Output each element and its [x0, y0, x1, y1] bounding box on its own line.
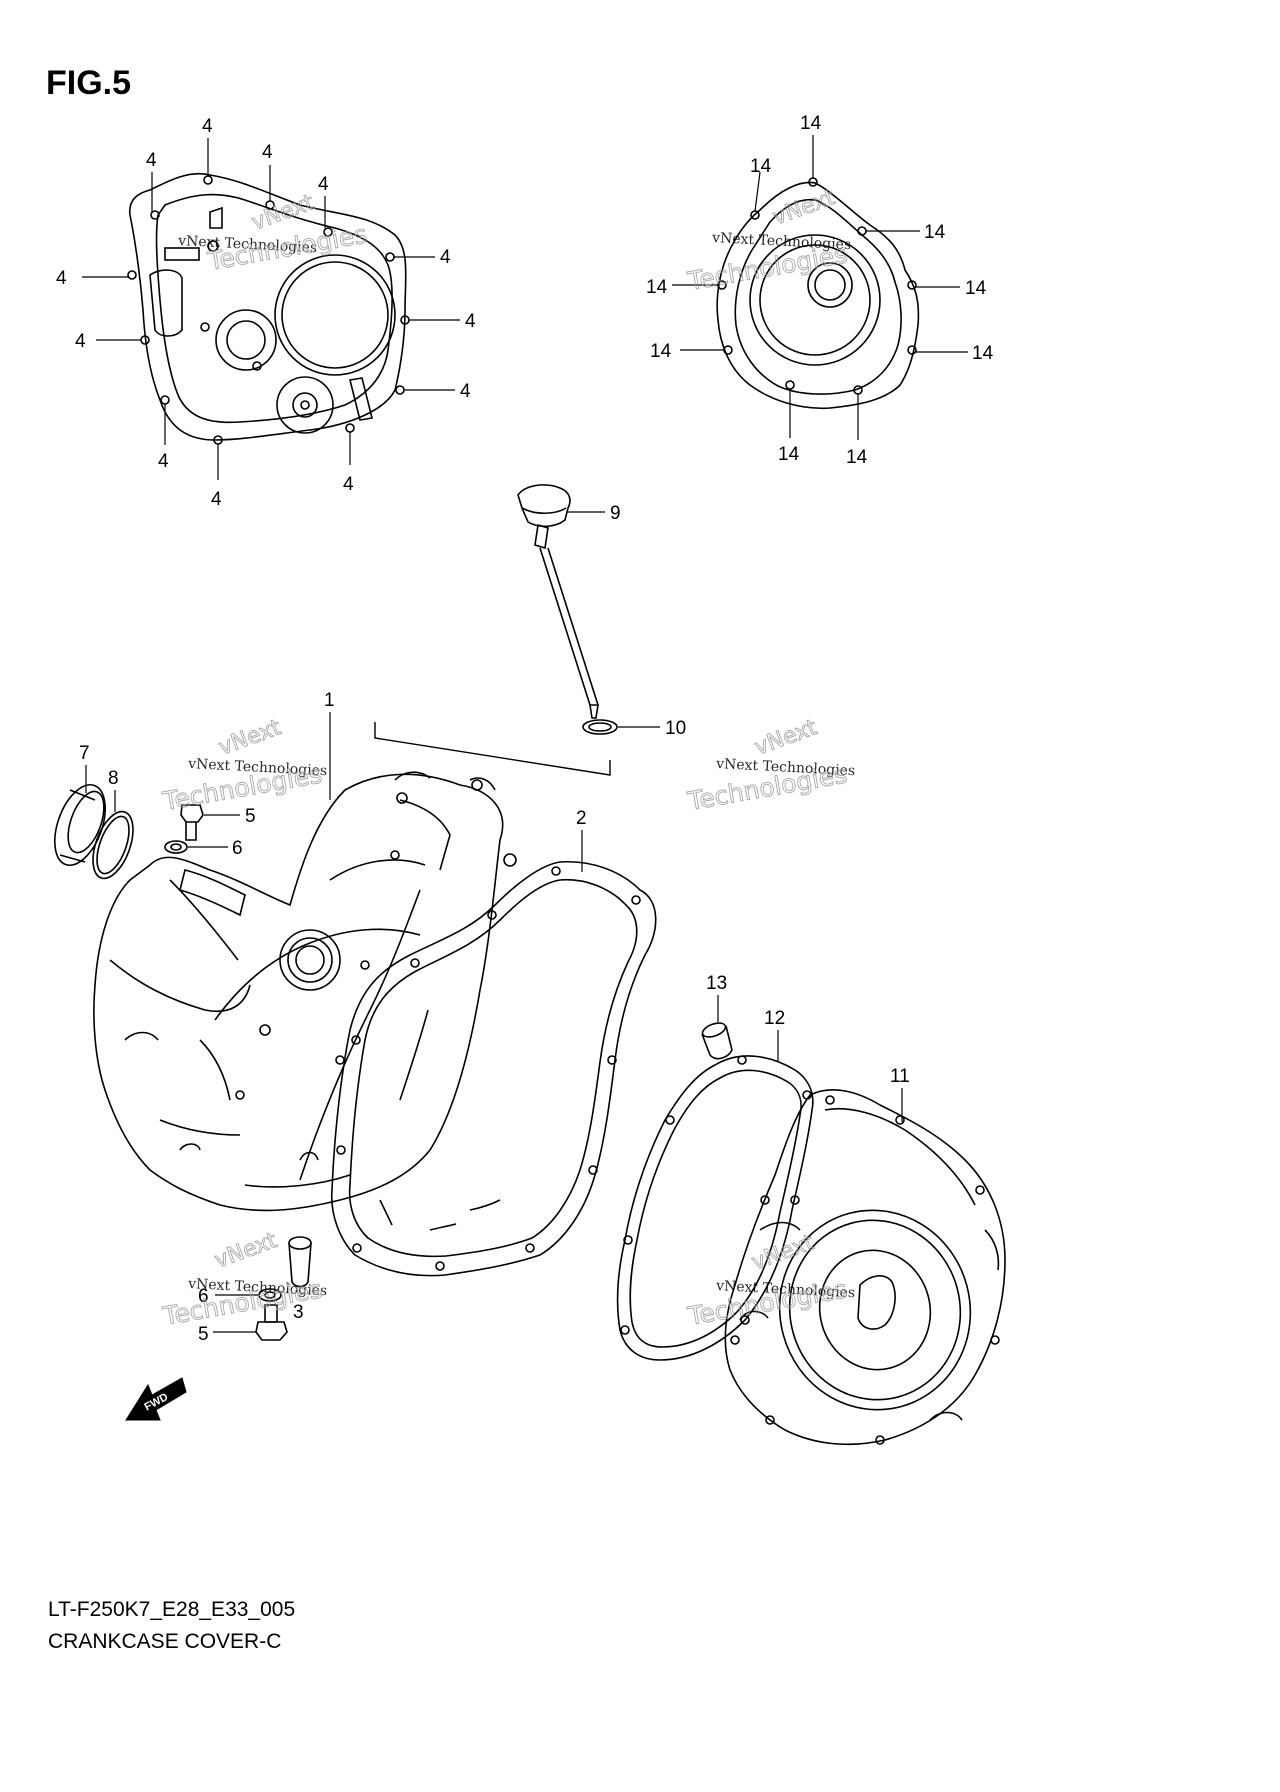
washer-upper: [164, 840, 188, 854]
svg-text:vNext: vNext: [752, 715, 821, 761]
svg-text:Technologies: Technologies: [205, 219, 369, 276]
callout-4a: 4: [202, 116, 213, 137]
crankcase-cover-gasket: [330, 860, 657, 1277]
callout-4d: 4: [440, 247, 451, 268]
callout-14g: 14: [778, 444, 800, 465]
callout-4l: 4: [146, 150, 157, 171]
svg-text:vNext: vNext: [216, 715, 285, 761]
callout-5b: 5: [198, 1324, 209, 1345]
oil-dipstick: [517, 484, 599, 719]
callout-10: 10: [665, 718, 686, 739]
washer-lower: [258, 1288, 282, 1302]
watermark-top-left: vNext vNext Technologies Technologies: [177, 190, 370, 277]
dowel-pin: [288, 1236, 312, 1288]
svg-text:vNext Technologies: vNext Technologies: [177, 233, 318, 256]
svg-text:vNext: vNext: [770, 185, 839, 231]
generator-cover: [724, 1089, 1006, 1446]
watermark-mid-left: vNext vNext Technologies Technologies: [160, 715, 328, 817]
crankcase-cover: [93, 771, 517, 1212]
clutch-cover-gasket: [127, 172, 410, 445]
o-ring-8: [92, 810, 134, 880]
leader-lines-4: [82, 138, 460, 480]
svg-text:vNext: vNext: [749, 1230, 818, 1276]
leader-lines-14: [672, 135, 968, 440]
svg-text:vNext Technologies: vNext Technologies: [715, 756, 856, 779]
callout-4c: 4: [318, 174, 329, 195]
svg-text:vNext Technologies: vNext Technologies: [711, 230, 852, 253]
callout-1: 1: [324, 690, 335, 711]
callout-14h: 14: [646, 277, 668, 298]
callout-4f: 4: [460, 381, 471, 402]
callout-14e: 14: [972, 343, 994, 364]
svg-text:vNext: vNext: [212, 1228, 281, 1274]
watermark-mid-right: vNext vNext Technologies Technologies: [685, 715, 856, 817]
dowel-pin-13: [701, 1022, 733, 1060]
callouts-4: 4 4 4 4 4 4 4 4 4 4 4 4: [56, 116, 476, 510]
reference-bracket: [374, 722, 611, 776]
o-ring: [582, 719, 618, 735]
generator-cover-gasket: [716, 177, 920, 410]
svg-text:vNext Technologies: vNext Technologies: [187, 1276, 328, 1299]
callout-9: 9: [610, 503, 621, 524]
callout-13: 13: [706, 973, 727, 994]
callout-14d: 14: [965, 278, 987, 299]
fwd-arrow-icon: FWD: [125, 1377, 187, 1421]
callout-4h: 4: [211, 489, 222, 510]
callout-4g: 4: [343, 474, 354, 495]
callout-14b: 14: [750, 156, 772, 177]
callout-14f: 14: [846, 447, 868, 468]
callout-4j: 4: [56, 268, 67, 289]
callout-6b: 6: [198, 1286, 209, 1307]
callout-14a: 14: [800, 113, 822, 134]
callout-3: 3: [293, 1302, 304, 1323]
bolt-upper: [180, 804, 204, 841]
callout-7: 7: [79, 743, 90, 764]
callout-8: 8: [108, 768, 119, 789]
callout-14-left: 14: [650, 341, 672, 362]
callout-6a: 6: [232, 838, 243, 859]
callout-4e: 4: [465, 311, 476, 332]
callout-4i: 4: [158, 451, 169, 472]
svg-text:vNext Technologies: vNext Technologies: [187, 756, 328, 779]
callout-14c: 14: [924, 222, 946, 243]
figure-title: FIG.5: [46, 64, 132, 102]
callouts-14: 14 14 14 14 14 14 14 14: [646, 113, 994, 468]
watermark-bottom-right: vNext vNext Technologies Technologies: [685, 1230, 856, 1332]
model-code: LT-F250K7_E28_E33_005: [48, 1598, 296, 1621]
diagram-name: CRANKCASE COVER-C: [48, 1630, 282, 1653]
callout-2: 2: [576, 808, 587, 829]
callout-4b: 4: [262, 142, 273, 163]
callout-11: 11: [890, 1066, 910, 1087]
callout-4k: 4: [75, 331, 86, 352]
callout-5a: 5: [245, 806, 256, 827]
svg-text:vNext Technologies: vNext Technologies: [715, 1278, 856, 1301]
callout-12: 12: [764, 1008, 785, 1029]
